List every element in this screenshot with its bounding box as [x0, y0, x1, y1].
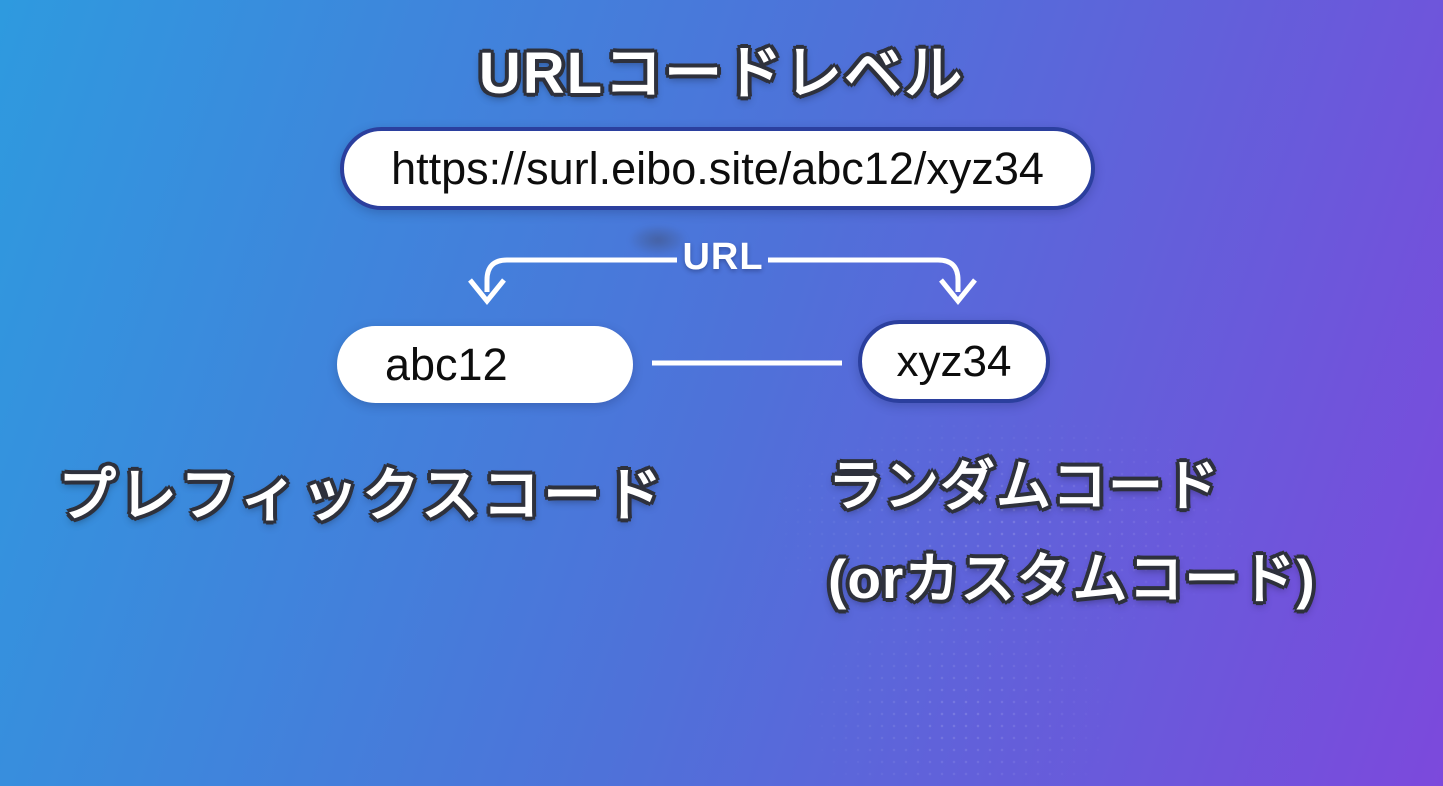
prefix-code-pill: abc12 — [337, 326, 633, 403]
url-split-label: URL — [682, 236, 764, 278]
prefix-code-caption: プレフィックスコード — [58, 463, 666, 528]
random-caption-line1: ランダムコード — [828, 455, 1221, 517]
full-url-text: https://surl.eibo.site/abc12/xyz34 — [391, 142, 1044, 194]
right-branch-line — [768, 257, 961, 292]
right-arrowhead-icon — [939, 278, 977, 305]
diagram-title: URLコードレベル — [478, 41, 965, 106]
left-arrowhead-icon — [468, 278, 506, 305]
random-caption-line2: (orカスタムコード) — [828, 548, 1316, 610]
random-code-pill: xyz34 — [858, 320, 1050, 403]
random-code-text: xyz34 — [896, 336, 1012, 386]
prefix-code-text: abc12 — [385, 338, 508, 390]
left-branch-line — [484, 257, 677, 292]
full-url-pill: https://surl.eibo.site/abc12/xyz34 — [340, 127, 1095, 210]
random-code-caption: ランダムコード (orカスタムコード) — [828, 440, 1316, 626]
